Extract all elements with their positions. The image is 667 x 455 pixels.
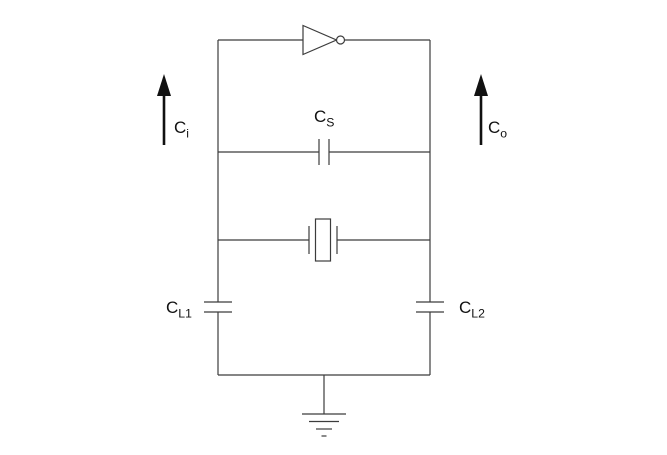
label-cl2: CL2 — [459, 299, 485, 320]
inverter-bubble — [335, 35, 346, 45]
label-co-main: C — [488, 118, 501, 137]
co-arrow-head — [474, 74, 488, 96]
wires — [217, 39, 431, 376]
label-cl2-sub: L2 — [471, 306, 485, 321]
inverter-gate-icon — [302, 24, 346, 56]
label-ci-sub: i — [186, 126, 189, 141]
label-cl1-main: C — [166, 298, 179, 317]
label-cs: CS — [314, 108, 334, 129]
label-cl1-sub: L1 — [178, 306, 192, 321]
output-current-arrow-icon — [474, 74, 488, 145]
label-co-sub: o — [500, 126, 508, 141]
load-capacitor-right-icon — [416, 301, 444, 313]
ground-icon — [302, 375, 346, 437]
crystal-icon — [308, 218, 338, 262]
input-current-arrow-icon — [157, 74, 171, 145]
label-cs-sub: S — [326, 115, 335, 130]
crystal-body — [314, 218, 332, 262]
ci-arrow-head — [157, 74, 171, 96]
load-capacitor-left-icon — [204, 301, 232, 313]
label-ci: Ci — [174, 119, 189, 140]
label-cl2-main: C — [459, 298, 472, 317]
label-cl1: CL1 — [166, 299, 192, 320]
label-cs-main: C — [314, 107, 327, 126]
label-co: Co — [488, 119, 507, 140]
inverter-triangle — [302, 24, 339, 56]
label-ci-main: C — [174, 118, 187, 137]
series-capacitor-icon — [318, 139, 330, 165]
